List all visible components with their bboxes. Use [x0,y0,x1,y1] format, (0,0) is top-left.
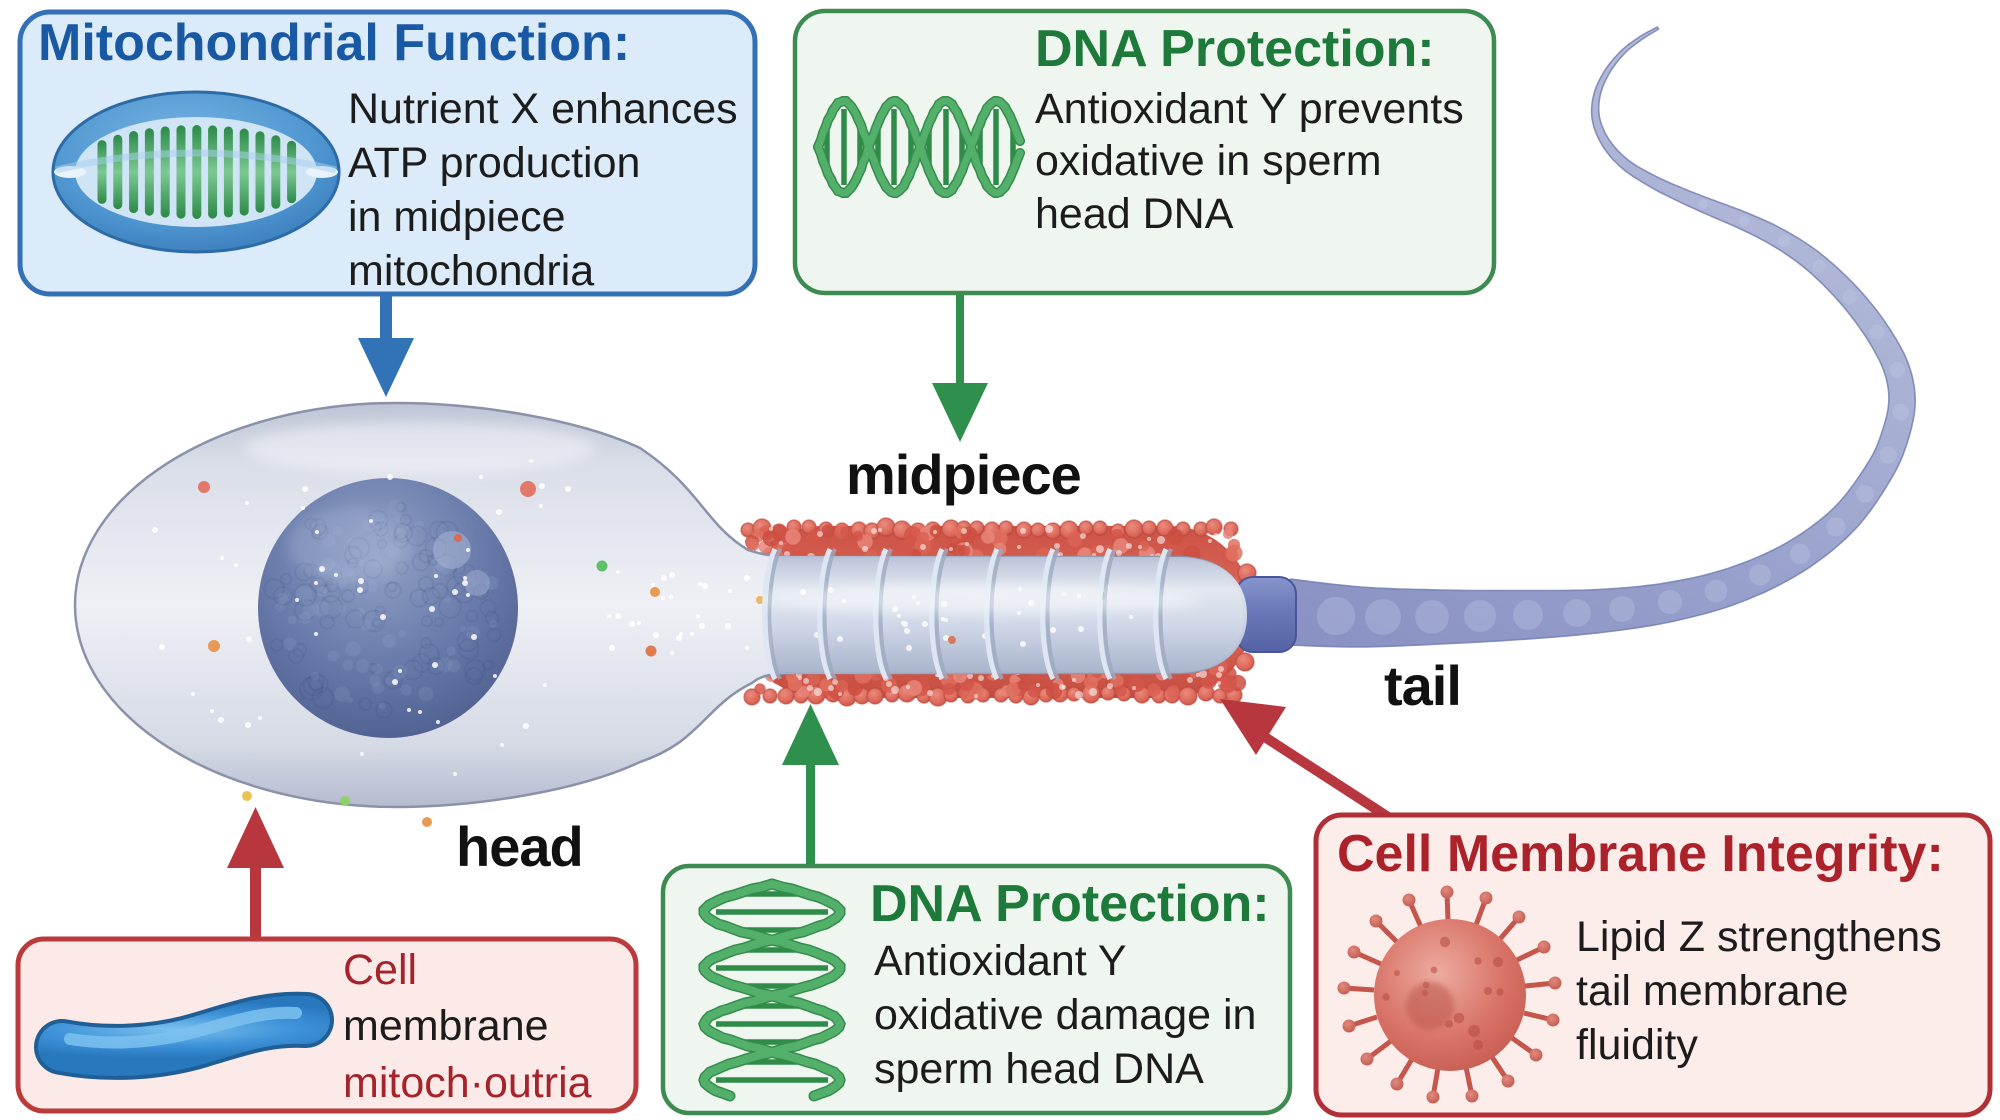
svg-text:Antioxidant Y prevents: Antioxidant Y prevents [1035,85,1464,133]
svg-text:head DNA: head DNA [1035,190,1234,238]
svg-text:Cell: Cell [343,946,417,994]
svg-text:DNA Protection:: DNA Protection: [870,875,1270,933]
svg-text:Lipid Z strengthens: Lipid Z strengthens [1576,913,1942,961]
svg-text:tail membrane: tail membrane [1576,967,1848,1015]
svg-text:tail: tail [1384,654,1461,717]
svg-text:in midpiece: in midpiece [348,193,566,241]
svg-text:DNA Protection:: DNA Protection: [1035,20,1435,78]
svg-text:midpiece: midpiece [846,443,1081,506]
svg-text:mitochondria: mitochondria [348,247,594,295]
svg-text:head: head [456,815,583,878]
svg-text:oxidative in sperm: oxidative in sperm [1035,137,1382,185]
svg-text:oxidative damage in: oxidative damage in [874,991,1256,1039]
svg-text:Antioxidant Y: Antioxidant Y [874,937,1127,985]
svg-text:fluidity: fluidity [1576,1021,1698,1069]
svg-text:Nutrient X enhances: Nutrient X enhances [348,85,738,133]
svg-text:ATP production: ATP production [348,139,640,187]
svg-text:membrane: membrane [343,1002,549,1050]
svg-text:sperm head DNA: sperm head DNA [874,1045,1204,1093]
svg-text:mitoch·outria: mitoch·outria [343,1059,592,1107]
svg-text:Mitochondrial Function:: Mitochondrial Function: [38,14,630,72]
svg-text:Cell Membrane Integrity:: Cell Membrane Integrity: [1337,825,1944,883]
